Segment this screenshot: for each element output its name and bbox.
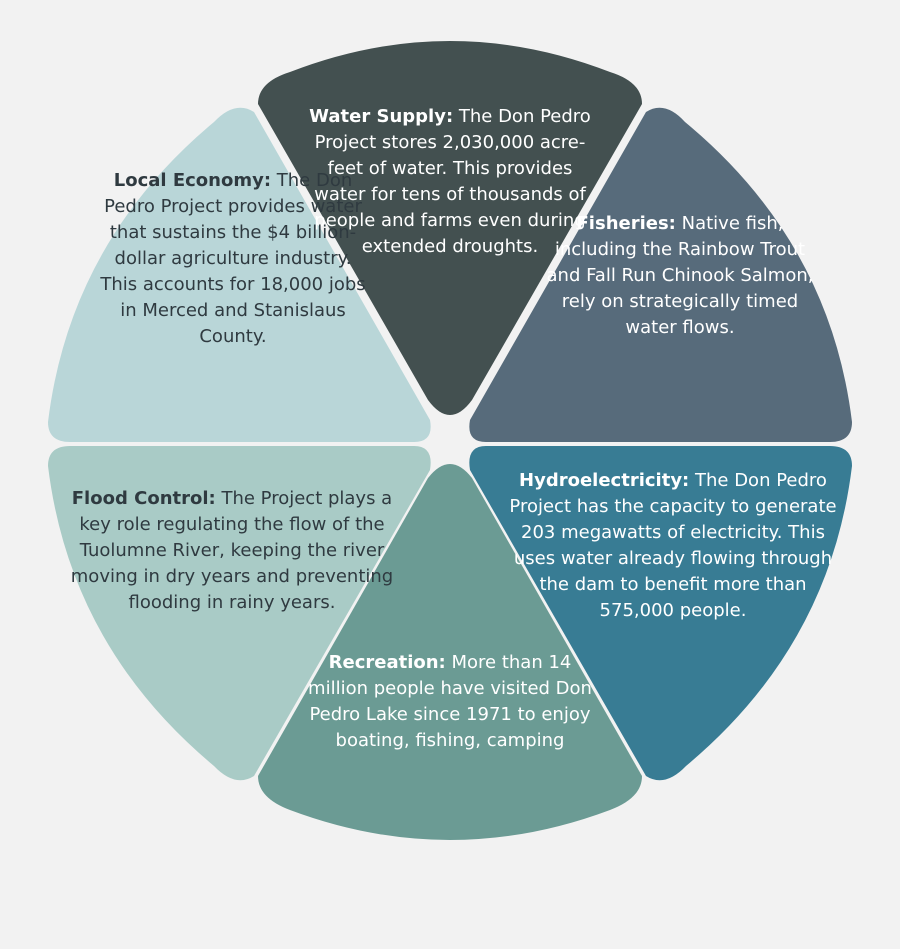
hydroelectricity-title: Hydroelectricity:	[519, 470, 690, 491]
fisheries-title: Fisheries:	[576, 213, 676, 234]
recreation-body: More than 14 million people have visited…	[308, 652, 592, 751]
segment-hydroelectricity	[469, 446, 852, 781]
segment-local-economy	[48, 107, 431, 442]
water-supply-title: Water Supply:	[309, 106, 454, 127]
segment-fisheries	[469, 107, 852, 442]
flood-control-text: Flood Control: The Project plays a key r…	[62, 486, 402, 616]
flood-control-body: The Project plays a key role regulating …	[70, 488, 394, 613]
segment-recreation	[258, 464, 642, 840]
local-economy-text: Local Economy: The Don Pedro Project pro…	[98, 168, 368, 350]
water-supply-body: The Don Pedro Project stores 2,030,000 a…	[314, 106, 591, 257]
hydroelectricity-body: The Don Pedro Project has the capacity t…	[509, 470, 837, 621]
recreation-title: Recreation:	[328, 652, 446, 673]
hydroelectricity-text: Hydroelectricity: The Don Pedro Project …	[508, 468, 838, 624]
fisheries-text: Fisheries: Native fish, including the Ra…	[540, 211, 820, 341]
fisheries-body: Native fish, including the Rainbow Trout…	[546, 213, 814, 338]
flood-control-title: Flood Control:	[71, 488, 216, 509]
water-supply-text: Water Supply: The Don Pedro Project stor…	[300, 104, 600, 260]
segment-water-supply	[258, 41, 642, 415]
recreation-text: Recreation: More than 14 million people …	[300, 650, 600, 754]
local-economy-title: Local Economy:	[113, 170, 272, 191]
segment-flood-control	[48, 446, 431, 781]
local-economy-body: The Don Pedro Project provides water tha…	[100, 170, 366, 347]
